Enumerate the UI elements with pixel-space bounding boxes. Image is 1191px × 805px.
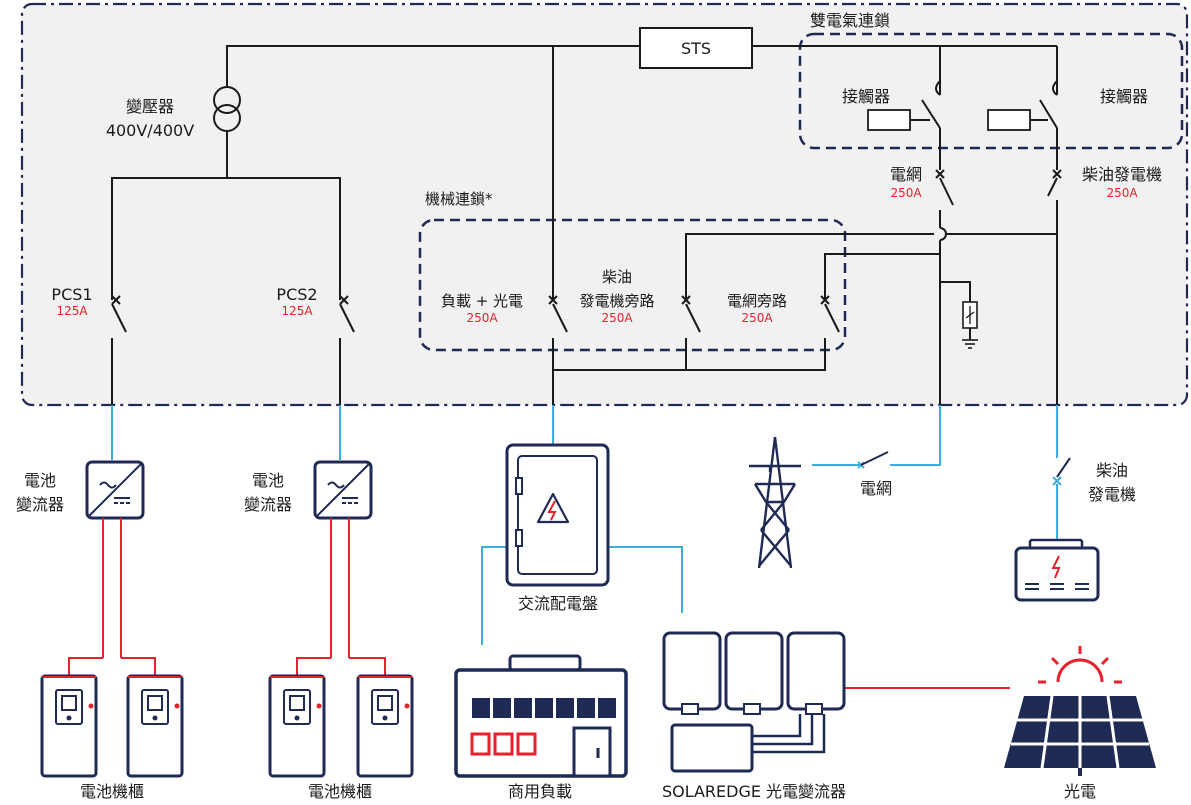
commercial-load-icon bbox=[454, 654, 628, 778]
pv-label: 光電 bbox=[1064, 782, 1096, 801]
battery-inverter-1-label-a: 電池 bbox=[24, 471, 56, 490]
battery-inverter-icon bbox=[85, 460, 145, 520]
sts-box bbox=[639, 27, 753, 69]
diesel-label-2: 發電機 bbox=[1088, 485, 1136, 504]
gen-bypass-label-2: 發電機旁路 bbox=[579, 292, 654, 310]
grid-switch bbox=[857, 451, 889, 469]
solaredge-inverter-icon bbox=[662, 631, 846, 773]
grid-breaker-amp: 250A bbox=[890, 186, 922, 200]
switchgear-enclosure bbox=[20, 2, 1189, 407]
battery-cabinet-1-label: 電池機櫃 bbox=[80, 782, 144, 801]
battery-inverter-2-label-a: 電池 bbox=[252, 471, 284, 490]
ac-panel-label: 交流配電盤 bbox=[518, 594, 598, 613]
transformer-label-1: 變壓器 bbox=[126, 97, 174, 116]
pylon-icon bbox=[749, 436, 801, 569]
gen-breaker-amp: 250A bbox=[1106, 186, 1138, 200]
load-pv-label: 負載 + 光電 bbox=[441, 292, 523, 310]
pcs1-label: PCS1 bbox=[51, 285, 92, 304]
gen-bypass-amp: 250A bbox=[601, 311, 633, 325]
load-pv-amp: 250A bbox=[466, 311, 498, 325]
mechanical-interlock-label: 機械連鎖* bbox=[425, 190, 493, 208]
ac-panel-icon bbox=[505, 443, 610, 587]
diesel-label-1: 柴油 bbox=[1096, 461, 1128, 480]
battery-inverter-1-label-b: 變流器 bbox=[16, 495, 64, 514]
surge-arrester-icon bbox=[940, 281, 978, 349]
sts-label: STS bbox=[681, 39, 711, 58]
diesel-generator-icon bbox=[1014, 538, 1100, 602]
contactor-left-label: 接觸器 bbox=[842, 87, 890, 106]
contactor-right bbox=[987, 80, 1058, 170]
pcs-bus bbox=[111, 177, 355, 405]
grid-tower-label: 電網 bbox=[860, 479, 892, 498]
transformer-label-2: 400V/400V bbox=[106, 121, 194, 140]
diesel-switch bbox=[1052, 457, 1071, 486]
battery-cabinet-2-label: 電池機櫃 bbox=[308, 782, 372, 801]
battery-inverter-2-label-b: 變流器 bbox=[244, 495, 292, 514]
pcs2-label: PCS2 bbox=[276, 285, 317, 304]
grid-breaker-label: 電網 bbox=[890, 165, 922, 184]
warning-icon bbox=[536, 492, 570, 524]
dual-interlock-label: 雙電氣連鎖 bbox=[810, 11, 890, 30]
blue-connections bbox=[111, 405, 1058, 645]
grid-bypass-amp: 250A bbox=[741, 311, 773, 325]
grid-bypass-label: 電網旁路 bbox=[727, 292, 787, 310]
gen-bypass-label-1: 柴油 bbox=[602, 268, 632, 286]
mechanical-interlock-box bbox=[418, 218, 847, 352]
dc-wiring bbox=[68, 518, 1010, 689]
gen-breaker-label: 柴油發電機 bbox=[1082, 165, 1162, 184]
transformer-icon bbox=[213, 86, 241, 178]
contactor-right-label: 接觸器 bbox=[1100, 87, 1148, 106]
contactor-left bbox=[867, 80, 941, 170]
top-wiring bbox=[226, 45, 1058, 300]
bypass-wiring bbox=[548, 233, 1057, 405]
battery-inverter-icon bbox=[313, 460, 373, 520]
solar-panel-icon bbox=[1004, 646, 1156, 776]
battery-cabinet-icon bbox=[40, 674, 184, 778]
dual-interlock-box bbox=[798, 32, 1184, 150]
pcs2-amp: 125A bbox=[281, 304, 313, 318]
battery-cabinet-icon bbox=[268, 674, 414, 778]
commercial-load-label: 商用負載 bbox=[508, 782, 572, 801]
pcs1-amp: 125A bbox=[56, 304, 88, 318]
solaredge-label: SOLAREDGE 光電變流器 bbox=[662, 782, 846, 801]
